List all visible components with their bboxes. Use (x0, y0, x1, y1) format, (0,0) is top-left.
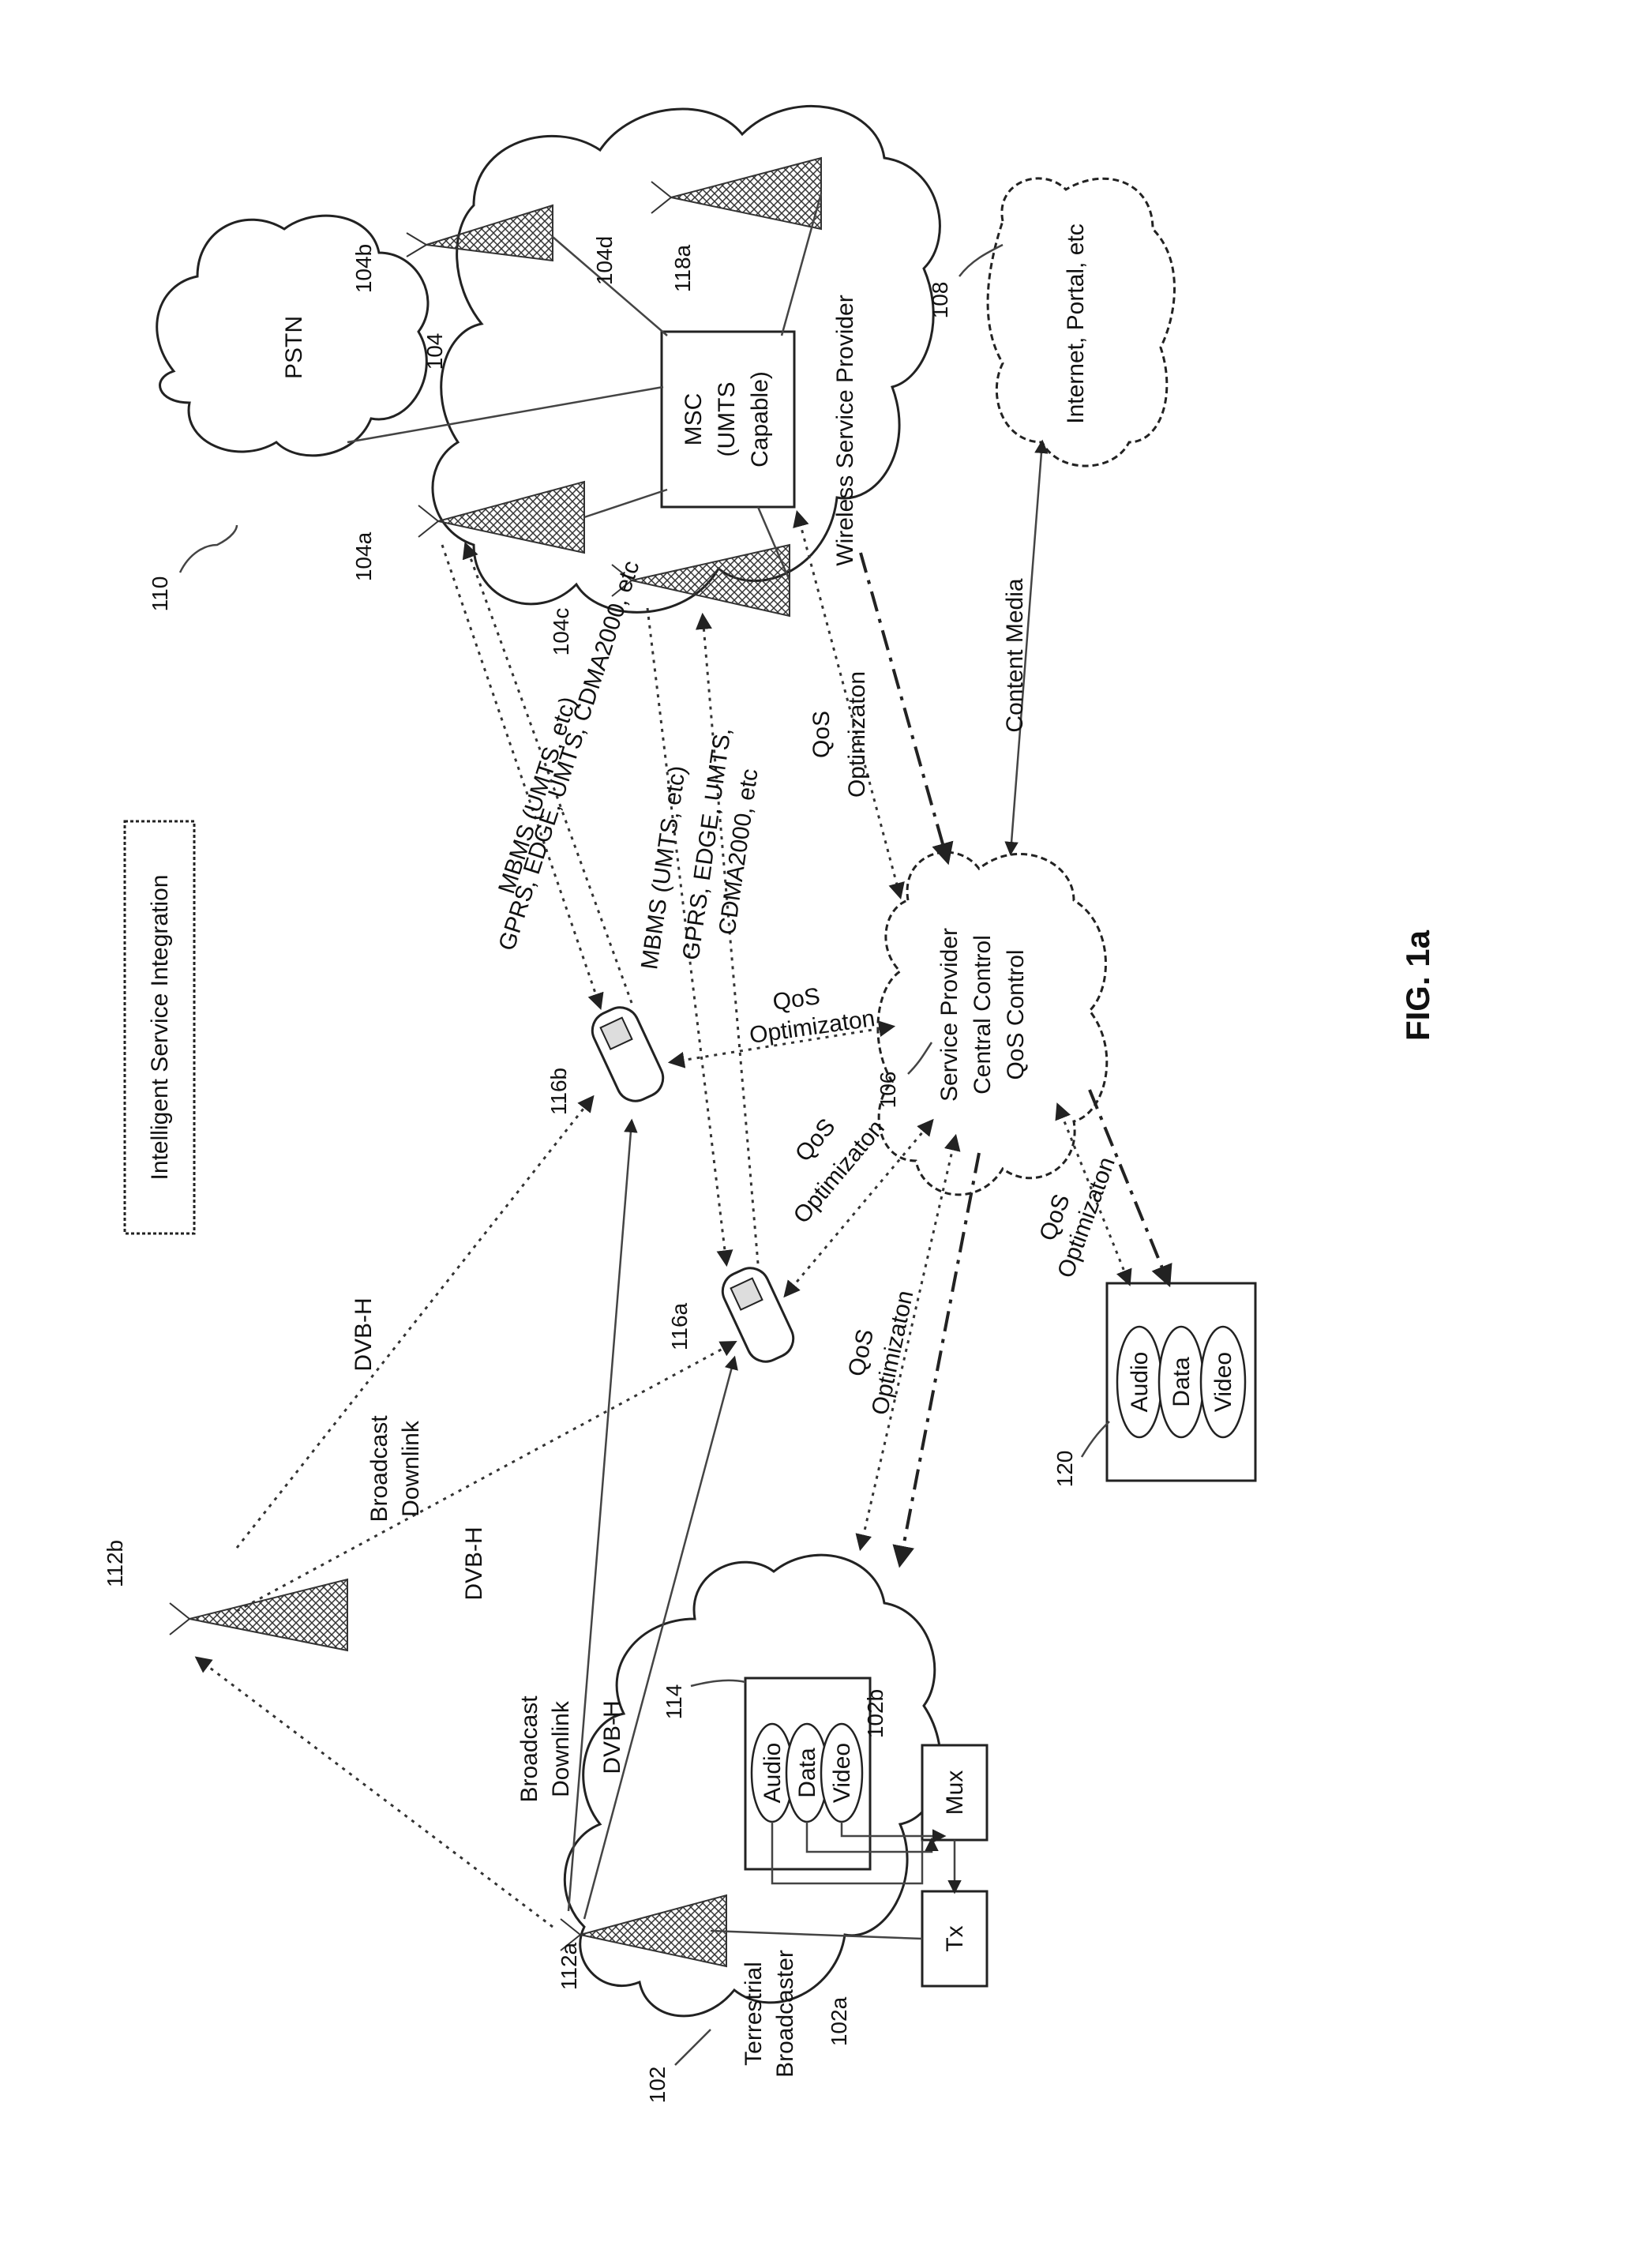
internet-label: Internet, Portal, etc (1063, 223, 1089, 423)
title-box: Intelligent Service Integration (125, 821, 194, 1234)
internet-cloud: Internet, Portal, etc (988, 178, 1174, 466)
tx-box: Tx (922, 1891, 987, 1986)
ref-102a: 102a (827, 1996, 851, 2046)
ref-102b: 102b (863, 1689, 887, 1738)
dvbh-label-low: DVB-H (599, 1700, 625, 1774)
qos-label-2: QoS (771, 983, 822, 1016)
ref-106: 106 (876, 1072, 900, 1109)
ref-102: 102 (645, 2067, 670, 2104)
broadcast-label-top-1: Broadcast (366, 1415, 392, 1523)
figure-label: FIG. 1a (1399, 929, 1436, 1041)
qos-opt-label-4: Optimizaton (867, 1288, 919, 1417)
ref-118a: 118a (670, 244, 695, 292)
msc-line2: (UMTS (714, 382, 740, 457)
mux-box: Mux (922, 1745, 987, 1840)
msc-box: MSC (UMTS Capable) (662, 332, 794, 507)
ref-104: 104 (422, 333, 447, 370)
broadcast-label-low-2: Downlink (548, 1700, 574, 1797)
content-media-label: Content Media (1002, 578, 1028, 732)
handset-116a-icon (716, 1262, 799, 1368)
link-gprs-116a (703, 616, 758, 1264)
pstn-label: PSTN (281, 316, 307, 379)
ref-104b: 104b (351, 244, 376, 293)
tx-label: Tx (942, 1925, 968, 1951)
media-box-120: Audio Data Video (1107, 1283, 1255, 1481)
leader-102 (675, 2030, 711, 2065)
msc-line1: MSC (681, 393, 707, 446)
source-data: Data (794, 1748, 820, 1798)
terrestrial-line1: Terrestrial (741, 1962, 767, 2066)
data-link-control-broadcaster (900, 1153, 979, 1564)
source-video: Video (829, 1743, 855, 1803)
broadcast-label-top-2: Downlink (398, 1420, 424, 1517)
leader-110 (180, 525, 237, 573)
ref-112a: 112a (557, 1942, 581, 1990)
control-line3: QoS Control (1003, 949, 1029, 1080)
media-data: Data (1169, 1357, 1195, 1407)
ref-116b: 116b (546, 1068, 571, 1115)
msc-line3: Capable) (747, 371, 773, 467)
wireless-label: Wireless Service Provider (832, 295, 858, 565)
dvbh-label-top: DVB-H (351, 1297, 377, 1371)
ref-110: 110 (148, 576, 172, 612)
qos-opt-label-2: Optimizaton (748, 1005, 876, 1049)
tower-112b-icon (170, 1579, 347, 1650)
broadcast-label-low-1: Broadcast (516, 1695, 542, 1803)
dvbh-label-mid: DVB-H (461, 1526, 487, 1600)
source-audio: Audio (760, 1743, 786, 1804)
ref-120: 120 (1052, 1451, 1077, 1488)
control-line2: Central Control (970, 935, 996, 1095)
control-cloud: Service Provider Central Control QoS Con… (878, 852, 1107, 1195)
ref-108: 108 (928, 282, 952, 319)
link-112a-112b (197, 1658, 553, 1927)
ref-112b: 112b (103, 1540, 127, 1587)
pstn-cloud: PSTN (157, 216, 428, 456)
ref-116a: 116a (667, 1302, 692, 1350)
qos-label-4: QoS (843, 1327, 879, 1379)
qos-opt-label-1: Optimizaton (844, 671, 870, 798)
qos-label-1: QoS (808, 711, 835, 758)
control-line1: Service Provider (936, 928, 962, 1102)
media-video: Video (1210, 1352, 1236, 1412)
mux-label: Mux (942, 1770, 968, 1816)
ref-104d: 104d (592, 236, 617, 285)
data-link-wireless-control (861, 553, 947, 861)
ref-104c: 104c (549, 608, 573, 656)
ref-114: 114 (662, 1684, 686, 1720)
title-text: Intelligent Service Integration (147, 875, 173, 1181)
terrestrial-line2: Broadcaster (772, 1950, 798, 2078)
handset-116b-icon (586, 1001, 669, 1107)
media-audio: Audio (1127, 1352, 1153, 1413)
ref-104a: 104a (351, 531, 376, 581)
leader-120 (1082, 1421, 1109, 1457)
